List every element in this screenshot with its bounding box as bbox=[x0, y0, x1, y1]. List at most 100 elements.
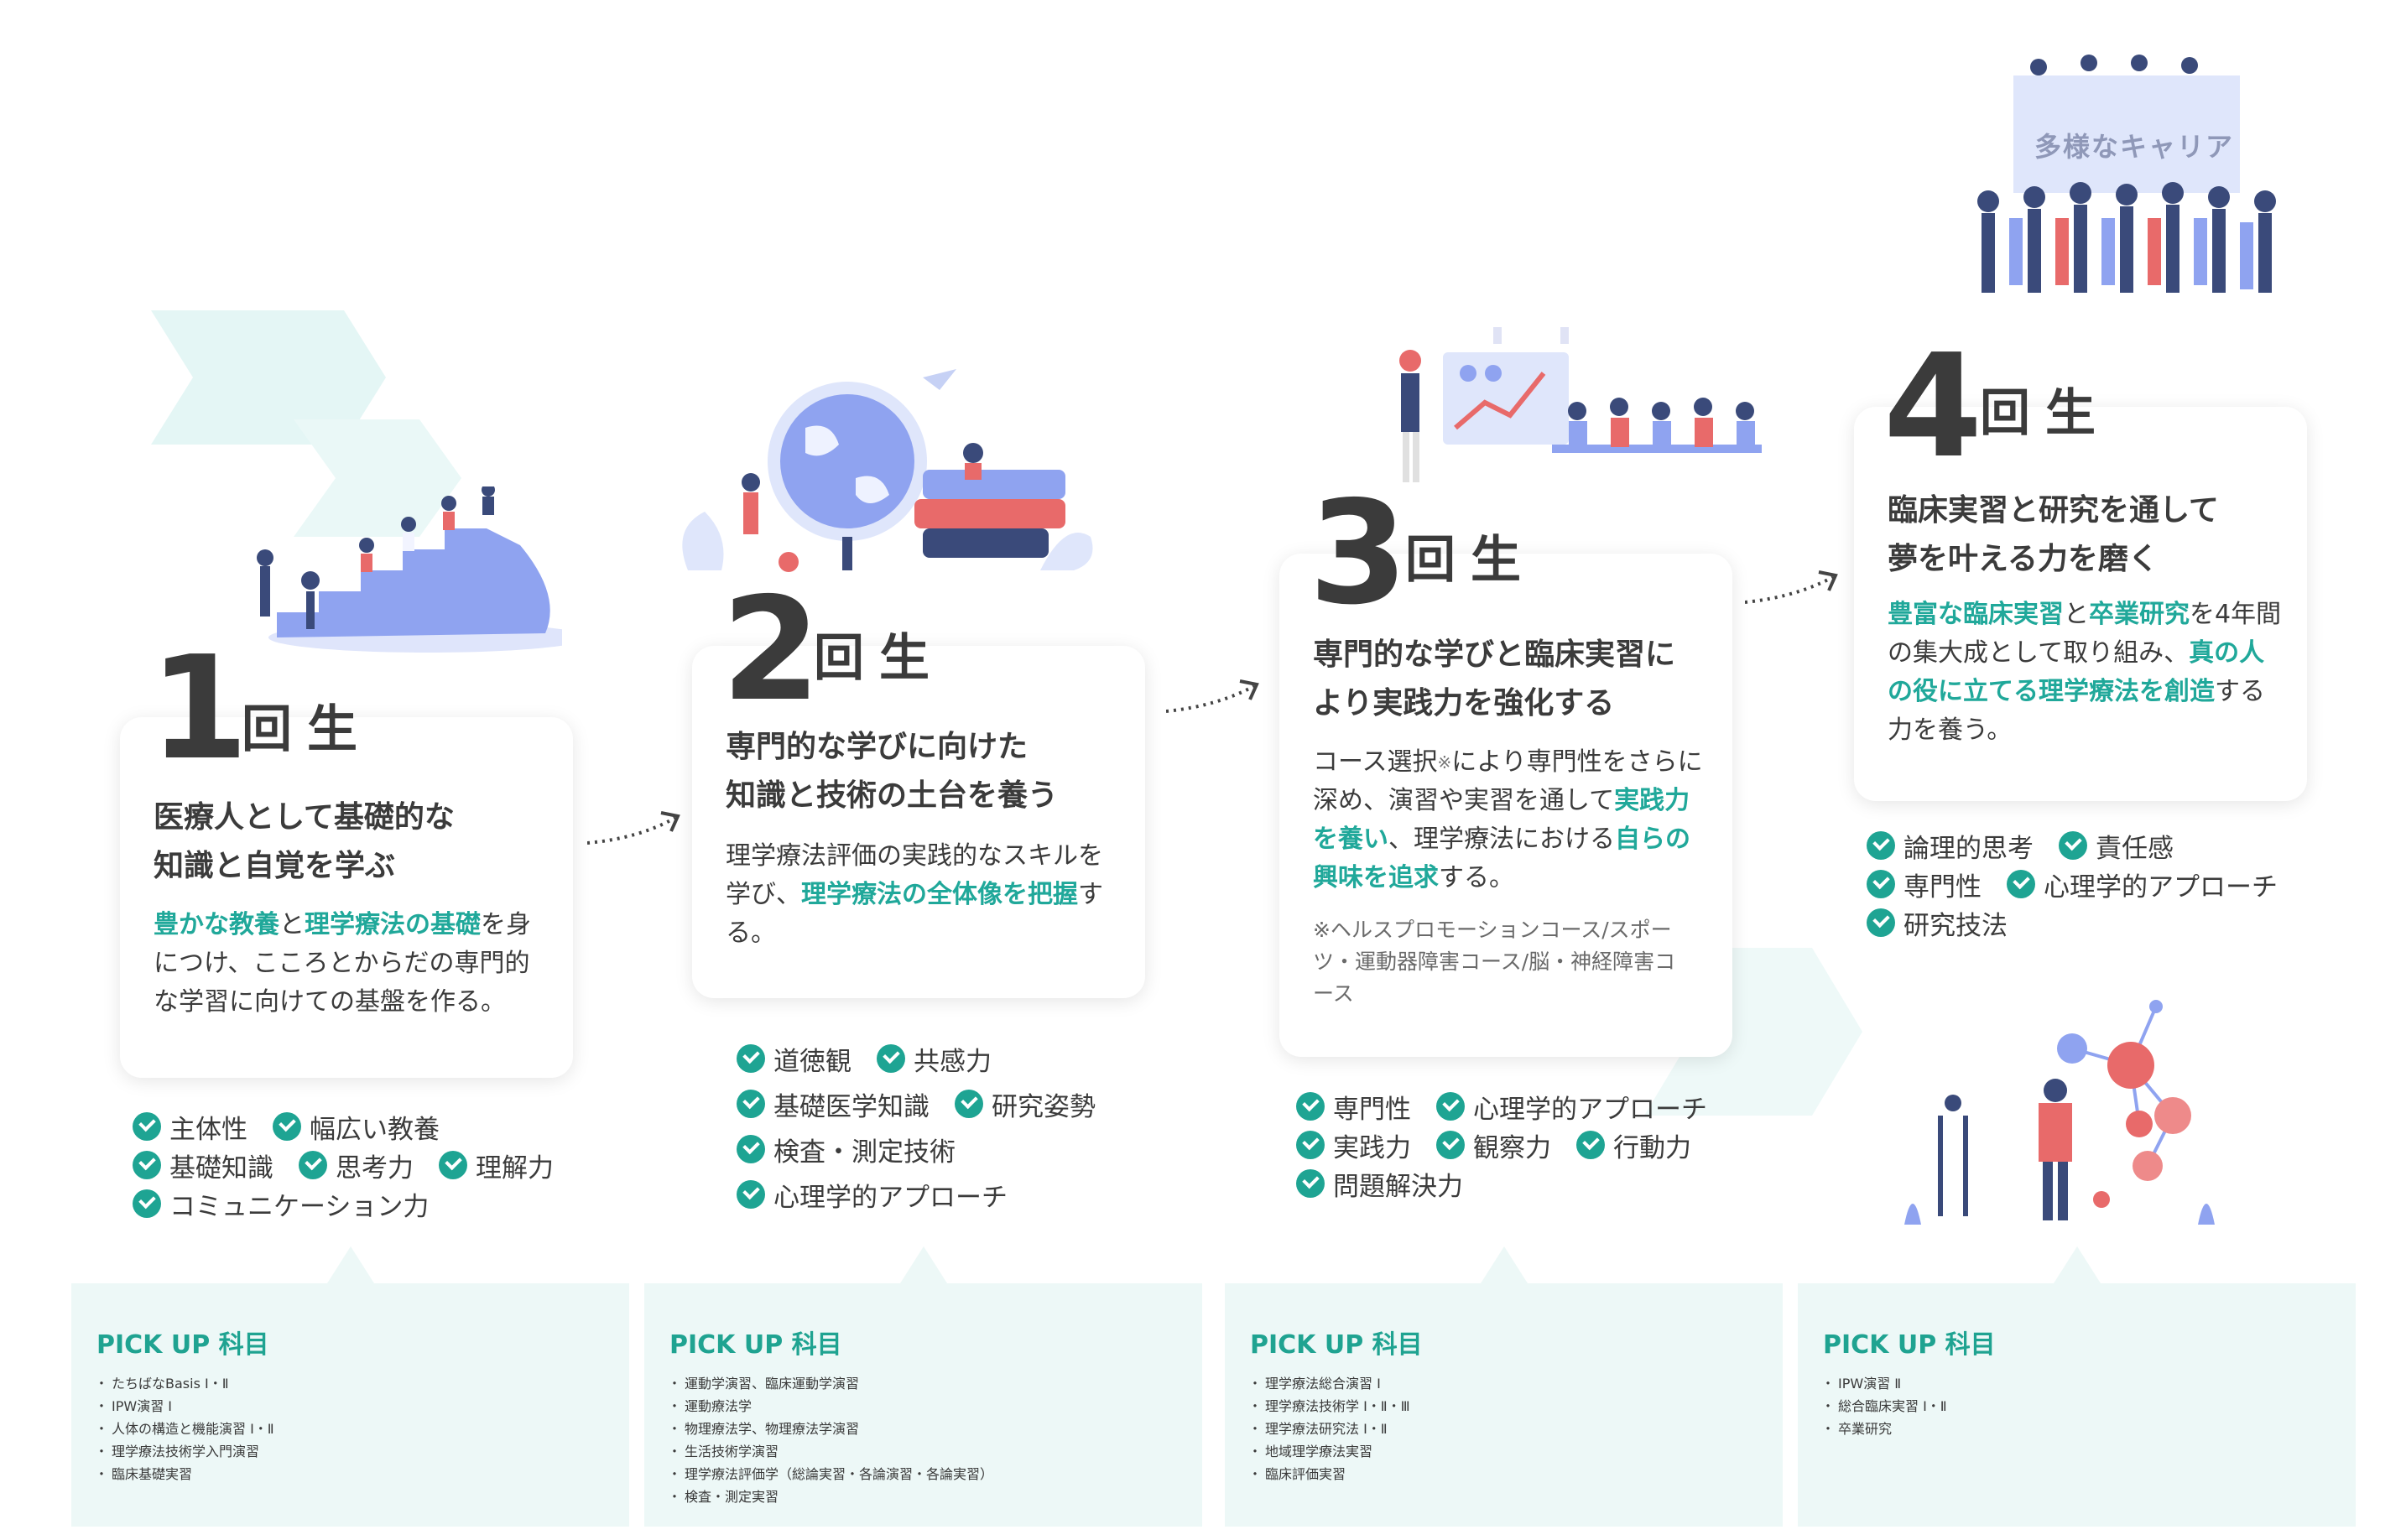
check-icon bbox=[2059, 831, 2087, 860]
year4-card bbox=[1854, 407, 2307, 801]
check-icon bbox=[877, 1044, 905, 1073]
pickup-item: 理学療法技術学入門演習 bbox=[95, 1440, 604, 1463]
skill-item: 基礎医学知識 bbox=[737, 1085, 930, 1123]
pickup-list: たちばなBasis Ⅰ・ⅡIPW演習 Ⅰ人体の構造と機能演習 Ⅰ・Ⅱ理学療法技術… bbox=[95, 1372, 604, 1485]
check-icon bbox=[439, 1151, 467, 1179]
check-icon bbox=[737, 1180, 765, 1209]
year1-number: 1 bbox=[149, 626, 249, 792]
check-icon bbox=[1296, 1169, 1325, 1198]
year2-body: 理学療法評価の実践的なスキルを学び、理学療法の全体像を把握する。 bbox=[726, 837, 1120, 953]
check-icon bbox=[133, 1189, 161, 1218]
pickup-list: IPW演習 Ⅱ総合臨床実習 Ⅰ・Ⅱ卒業研究 bbox=[1821, 1372, 2330, 1440]
pickup-item: 臨床基礎実習 bbox=[95, 1463, 604, 1485]
pickup-item: たちばなBasis Ⅰ・Ⅱ bbox=[95, 1372, 604, 1395]
skill-item: 検査・測定技術 bbox=[737, 1131, 956, 1168]
year1-suffix: 回生 bbox=[242, 700, 372, 759]
dotted-arrow-icon bbox=[587, 811, 680, 845]
check-icon bbox=[273, 1112, 301, 1141]
pickup-panel-year4: PICK UP 科目 IPW演習 Ⅱ総合臨床実習 Ⅰ・Ⅱ卒業研究 bbox=[1798, 1246, 2356, 1527]
check-icon bbox=[133, 1151, 161, 1179]
body-text: コース選択 bbox=[1313, 747, 1438, 777]
skill-label: 行動力 bbox=[1613, 1132, 1691, 1163]
highlight-text: 理学療法の全体像を把握 bbox=[801, 880, 1078, 909]
pickup-title: PICK UP 科目 bbox=[669, 1330, 842, 1360]
body-text: する力を養う。 bbox=[1888, 677, 2265, 745]
year1-skills: 主体性幅広い教養基礎知識 思考力 理解力コミュニケーション力 bbox=[133, 1107, 554, 1223]
skill-label: 問題解決力 bbox=[1333, 1171, 1463, 1202]
skill-item: 基礎知識 bbox=[133, 1147, 273, 1184]
highlight-text: 豊富な臨床実習 bbox=[1888, 600, 2064, 629]
skill-item: 研究技法 bbox=[1867, 904, 2008, 942]
body-text: 、理学療法における bbox=[1388, 825, 1615, 854]
skill-row: コミュニケーション力 bbox=[133, 1184, 554, 1223]
skill-row: 主体性幅広い教養 bbox=[133, 1107, 554, 1146]
pickup-item: IPW演習 Ⅱ bbox=[1821, 1372, 2330, 1395]
check-icon bbox=[737, 1090, 765, 1118]
pickup-item: 検査・測定実習 bbox=[668, 1485, 1177, 1508]
dotted-arrow-icon bbox=[1166, 679, 1259, 713]
year1-title: 医療人として基礎的な 知識と自覚を学ぶ bbox=[154, 800, 455, 883]
body-text: により専門性をさらに深め、演習や実習を通して bbox=[1313, 747, 1703, 815]
skill-item: 研究姿勢 bbox=[955, 1085, 1096, 1123]
pickup-title: PICK UP 科目 bbox=[96, 1330, 269, 1360]
year3-number: 3 bbox=[1309, 471, 1409, 637]
skill-row: 論理的思考責任感 bbox=[1867, 826, 2278, 865]
pickup-panel-year1: PICK UP 科目 たちばなBasis Ⅰ・ⅡIPW演習 Ⅰ人体の構造と機能演… bbox=[71, 1246, 629, 1527]
check-icon bbox=[1296, 1092, 1325, 1121]
skill-label: コミュニケーション力 bbox=[169, 1191, 430, 1222]
body-text: と bbox=[2064, 600, 2089, 629]
body-text: を身につけ、こころとからだの専門的な学習に向けての基盤を作る。 bbox=[154, 910, 531, 1017]
highlight-text: 実践力を養い bbox=[1313, 786, 1690, 854]
pickup-panel-year2: PICK UP 科目 運動学演習、臨床運動学演習運動療法学物理療法学、物理療法学… bbox=[644, 1246, 1202, 1527]
skill-item: 専門性 bbox=[1296, 1088, 1411, 1126]
skill-item: 理解力 bbox=[439, 1147, 554, 1184]
skill-label: 思考力 bbox=[336, 1152, 414, 1184]
skill-label: 責任感 bbox=[2096, 833, 2174, 864]
year3-card bbox=[1279, 554, 1732, 1057]
pickup-item: 運動療法学 bbox=[668, 1395, 1177, 1418]
skill-label: 基礎知識 bbox=[169, 1152, 273, 1184]
skill-label: 理解力 bbox=[476, 1152, 554, 1184]
globe-books-illustration bbox=[682, 369, 1093, 572]
skill-item: 共感力 bbox=[877, 1040, 992, 1078]
pickup-list: 運動学演習、臨床運動学演習運動療法学物理療法学、物理療法学演習生活技術学演習理学… bbox=[668, 1372, 1177, 1508]
skill-row: 研究技法 bbox=[1867, 903, 2278, 942]
year4-suffix: 回生 bbox=[1980, 384, 2111, 443]
year2-title: 専門的な学びに向けた 知識と技術の土台を養う bbox=[726, 730, 1059, 813]
year3-suffix: 回生 bbox=[1405, 531, 1536, 590]
year4-body: 豊富な臨床実習と卒業研究を4年間の集大成として取り組み、真の人の役に立てる理学療… bbox=[1888, 596, 2282, 750]
dotted-arrow-icon bbox=[1745, 570, 1838, 604]
skill-item: 心理学的アプローチ bbox=[737, 1176, 1008, 1214]
body-text: する。 bbox=[1439, 863, 1514, 892]
check-icon bbox=[133, 1112, 161, 1141]
students-stairs-illustration bbox=[257, 486, 562, 653]
check-icon bbox=[299, 1151, 327, 1179]
year4-skills: 論理的思考責任感専門性心理学的アプローチ研究技法 bbox=[1867, 826, 2278, 942]
body-text: する。 bbox=[726, 880, 1103, 948]
highlight-text: 自らの興味を追求 bbox=[1313, 825, 1690, 892]
pickup-title: PICK UP 科目 bbox=[1823, 1330, 1996, 1360]
body-text: 理学療法評価の実践的なスキルを学び、 bbox=[726, 841, 1103, 909]
pickup-item: 生活技術学演習 bbox=[668, 1440, 1177, 1463]
pickup-item: IPW演習 Ⅰ bbox=[95, 1395, 604, 1418]
chevron-decoration bbox=[151, 310, 461, 537]
skill-item: 主体性 bbox=[133, 1108, 247, 1146]
skill-item: 思考力 bbox=[299, 1147, 414, 1184]
skill-label: 検査・測定技術 bbox=[773, 1137, 956, 1168]
check-icon bbox=[737, 1135, 765, 1163]
pickup-item: 理学療法技術学 Ⅰ・Ⅱ・Ⅲ bbox=[1248, 1395, 1758, 1418]
check-icon bbox=[1576, 1131, 1605, 1159]
skill-row: 問題解決力 bbox=[1296, 1164, 1707, 1203]
pickup-item: 地域理学療法実習 bbox=[1248, 1440, 1758, 1463]
year4-title: 臨床実習と研究を通して 夢を叶える力を磨く bbox=[1888, 493, 2219, 576]
check-icon bbox=[1867, 908, 1895, 937]
check-icon bbox=[2007, 870, 2035, 898]
skill-item: 問題解決力 bbox=[1296, 1165, 1463, 1203]
skill-label: 心理学的アプローチ bbox=[773, 1182, 1008, 1213]
pickup-item: 人体の構造と機能演習 Ⅰ・Ⅱ bbox=[95, 1418, 604, 1440]
pickup-item: 理学療法研究法 Ⅰ・Ⅱ bbox=[1248, 1418, 1758, 1440]
skill-item: 責任感 bbox=[2059, 827, 2174, 865]
skill-label: 研究姿勢 bbox=[992, 1091, 1096, 1122]
year1-card bbox=[120, 717, 573, 1078]
check-icon bbox=[1867, 870, 1895, 898]
